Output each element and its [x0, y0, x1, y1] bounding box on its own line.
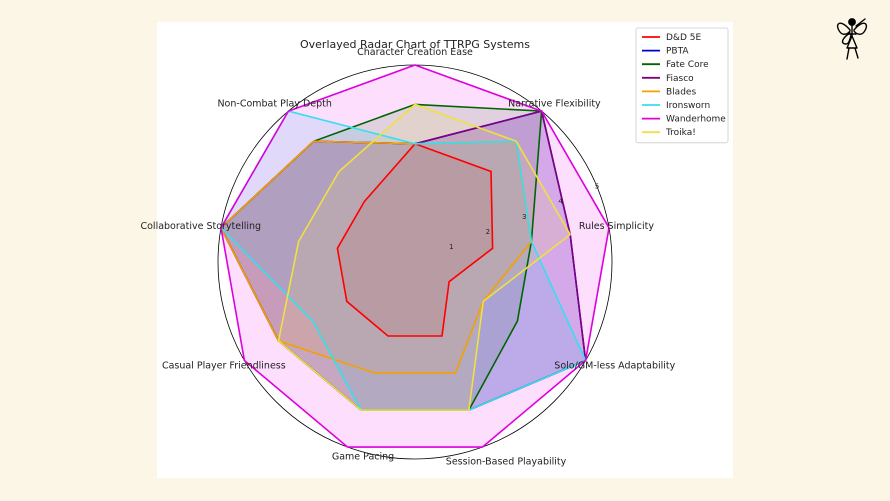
legend-label: D&D 5E: [666, 33, 701, 43]
series-fills: [221, 65, 609, 448]
series-fill-3: [221, 111, 586, 411]
radial-tick-label: 1: [449, 243, 453, 251]
legend-box: [635, 27, 729, 144]
radial-tick-label: 2: [486, 228, 490, 236]
series-fill-5: [221, 111, 586, 411]
series-fill-1: [221, 111, 586, 411]
axis-label: Solo/GM-less Adaptability: [554, 361, 675, 372]
series-fill-6: [221, 65, 609, 448]
series-fill-7: [278, 104, 571, 411]
series-line-7: [277, 103, 572, 411]
axis-label: Character Creation Ease: [357, 47, 473, 58]
axis-label: Non-Combat Play Depth: [217, 98, 331, 109]
legend-label: Wanderhome: [666, 115, 726, 125]
axis-label: Casual Player Friendliness: [162, 361, 286, 372]
axis-label: Game Pacing: [332, 452, 394, 463]
axis-label: Session-Based Playability: [446, 457, 567, 468]
axis-label: Rules Simplicity: [579, 221, 654, 232]
axis-label: Collaborative Storytelling: [140, 221, 261, 232]
series-fill-4: [221, 141, 532, 374]
legend-label: Fiasco: [666, 74, 694, 84]
legend-label: PBTA: [666, 47, 689, 57]
radial-tick-label: 3: [522, 213, 526, 221]
fairy-logo-icon: [836, 18, 868, 60]
chart-title: Overlayed Radar Chart of TTRPG Systems: [300, 38, 530, 51]
series-lines: [220, 64, 610, 448]
axis-label: Narrative Flexibility: [508, 98, 601, 109]
legend-label: Fate Core: [666, 60, 709, 70]
series-line-6: [220, 64, 610, 448]
legend-label: Ironsworn: [666, 101, 710, 111]
series-line-0: [336, 142, 494, 337]
legend: D&D 5E PBTA Fate CoreFiascoBladesIronsworn…: [635, 27, 729, 144]
legend-label: Blades: [666, 87, 696, 97]
radial-tick-label: 4: [558, 198, 563, 206]
radial-tick-labels: 1 2 3 4 5: [449, 183, 599, 251]
series-fill-2: [221, 104, 542, 411]
legend-label: Troika!: [665, 128, 696, 138]
series-fill-0: [337, 143, 493, 336]
radial-tick-label: 5: [595, 183, 599, 191]
